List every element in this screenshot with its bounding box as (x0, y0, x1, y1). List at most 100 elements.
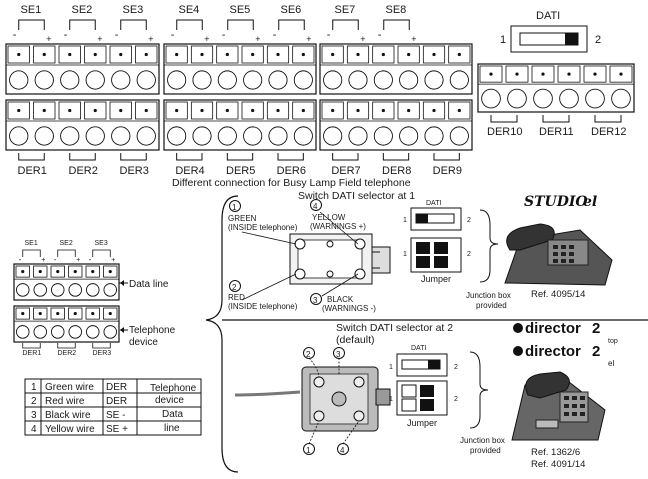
se-label: SE3 (123, 4, 144, 16)
der-label: DER3 (120, 165, 149, 177)
lower-ref-1: Ref. 1362/6 (531, 447, 580, 458)
upper-jumper-2: 2 (467, 251, 471, 258)
upper-jumper-1: 1 (403, 251, 407, 258)
plus-sign: + (111, 257, 115, 264)
der-bracket-4: DER4 (175, 153, 205, 177)
lower-n3: 3 (336, 350, 341, 359)
logo-a-sub: top (608, 338, 618, 345)
upper-w3-b: (WARNINGS -) (322, 304, 376, 313)
der-label: DER2 (69, 165, 98, 177)
upper-telephone-image (504, 223, 613, 286)
table-cell-num: 3 (31, 410, 37, 421)
telephone-device-label-2: device (129, 337, 158, 348)
small-se-bracket: SE1-+ (19, 240, 46, 264)
table-group-a-1: Telephone (150, 383, 197, 394)
upper-junction-box (241, 211, 391, 301)
plus-sign: + (46, 34, 51, 44)
small-der-label: DER3 (93, 350, 112, 357)
der-label: DER8 (382, 165, 411, 177)
der-label: DER7 (331, 165, 360, 177)
der-bracket-9: DER9 (433, 153, 462, 177)
der-bracket-5: DER5 (226, 153, 255, 177)
upper-ref: Ref. 4095/14 (531, 289, 585, 300)
upper-junction-1: Junction box (466, 291, 511, 300)
small-se-label: SE3 (95, 240, 108, 247)
plus-sign: + (41, 257, 45, 264)
upper-panel: Switch DATI selector at 1 1 GREEN (INSID… (228, 190, 613, 313)
se-bracket-4: SE4-+ (171, 4, 210, 44)
table-cell-wire: Black wire (45, 410, 91, 421)
table-cell-terminal: DER (106, 382, 127, 393)
table-group-b-2: line (164, 423, 180, 434)
logo-a-num: 2 (592, 320, 600, 337)
minus-sign: - (171, 29, 175, 41)
small-se-bracket: SE2-+ (54, 240, 81, 264)
lower-junction-1: Junction box (460, 436, 505, 445)
lower-dati-1: 1 (389, 364, 393, 371)
se-bracket-8: SE8-+ (378, 4, 417, 44)
plus-sign: + (97, 34, 102, 44)
lower-ref-2: Ref. 4091/14 (531, 459, 585, 470)
table-cell-num: 1 (31, 382, 37, 393)
der-right-bracket-1: DER10 (487, 115, 522, 138)
small-block-labels: Data line Telephone device (120, 279, 176, 348)
se-bracket-3: SE3-+ (115, 4, 154, 44)
upper-logo: STUDIO (524, 194, 588, 210)
der-right-label: DER12 (591, 126, 626, 138)
terminal-block-bottom-1 (5, 99, 160, 151)
upper-title: Switch DATI selector at 1 (298, 190, 415, 202)
se-bracket-2: SE2 - + (64, 4, 103, 44)
lower-title-2: (default) (336, 334, 375, 346)
telephone-device-label-1: Telephone (129, 325, 176, 336)
der-bracket-8: DER8 (382, 153, 411, 177)
der-bracket-1: DER1 (18, 153, 47, 177)
upper-jumper-label: Jumper (421, 274, 451, 284)
dati-top-label: DATI (536, 10, 560, 22)
terminal-block-top-1 (5, 43, 160, 95)
table-cell-terminal: SE - (106, 410, 125, 421)
table-group-b-1: Data (162, 409, 184, 420)
se-label: SE7 (335, 4, 356, 16)
se-label: SE5 (230, 4, 251, 16)
lower-dati-selector: DATI 1 2 1 2 Jumper (389, 345, 458, 428)
se-label: SE2 (72, 4, 93, 16)
small-der-label: DER1 (23, 350, 42, 357)
minus-sign: - (64, 29, 68, 41)
lower-junction-2: provided (470, 446, 501, 455)
logo-b-text: director (525, 343, 581, 360)
small-se-label: SE1 (25, 240, 38, 247)
top-terminal-blocks (5, 43, 635, 151)
lower-dati-2: 2 (454, 364, 458, 371)
se-brackets: SE1-+SE2-+SE3-+SE4-+SE5-+SE6-+SE7-+SE8-+ (13, 4, 417, 44)
plus-sign: + (255, 34, 260, 44)
minus-sign: - (115, 29, 119, 41)
lower-jumper-1: 1 (389, 396, 393, 403)
table-cell-wire: Yellow wire (45, 424, 95, 435)
plus-sign: + (411, 34, 416, 44)
minus-sign: - (327, 29, 331, 41)
der-right-label: DER10 (487, 126, 522, 138)
se-label: SE4 (179, 4, 200, 16)
upper-dati-2: 2 (467, 217, 471, 224)
small-block-top (13, 263, 120, 301)
upper-w1-b: (INSIDE telephone) (228, 223, 298, 232)
small-se-label: SE2 (60, 240, 73, 247)
der-label: DER6 (277, 165, 306, 177)
data-line-label: Data line (129, 279, 169, 290)
table-cell-terminal: SE + (106, 424, 128, 435)
upper-logo-suffix: el (583, 194, 597, 210)
small-se-bracket: SE3 - + (89, 240, 116, 264)
se-label: SE6 (281, 4, 302, 16)
dati-top-pos2: 2 (595, 34, 601, 46)
plus-sign: + (306, 34, 311, 44)
der-bracket-3: DER3 (120, 153, 149, 177)
minus-sign: - (273, 29, 277, 41)
big-brace (205, 195, 239, 473)
logo-a-text: director (525, 320, 581, 337)
der-right-bracket-2: DER11 (539, 115, 574, 138)
minus-sign: - (89, 255, 92, 264)
der-label: DER4 (175, 165, 204, 177)
